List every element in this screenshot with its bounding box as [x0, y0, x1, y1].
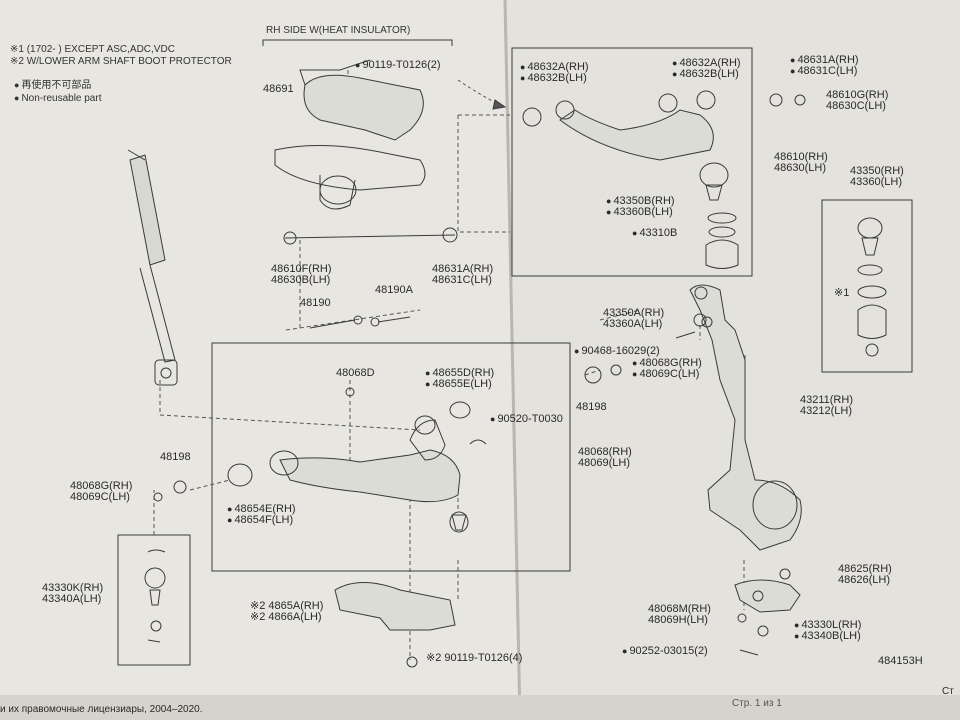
part-label: 43330K(RH): [42, 582, 104, 594]
part-label: 48069H(LH): [648, 614, 708, 626]
part-label: 48190: [300, 297, 331, 309]
part-label: 48631A(RH): [432, 263, 494, 275]
part-label: 48655D(RH): [425, 368, 494, 379]
part-label: 90520-T0030: [490, 414, 562, 425]
rh-side-bracket: [262, 39, 453, 46]
ball-joint-box: [821, 199, 913, 373]
part-label: 43340A(LH): [42, 593, 102, 605]
part-label: 43360(LH): [850, 176, 902, 188]
part-label: 48069C(LH): [70, 491, 130, 503]
part-label: 43350A(RH): [603, 307, 665, 319]
part-label: 48691: [263, 83, 294, 95]
part-label: 90119-T0126(2): [355, 60, 440, 71]
part-label: 48655E(LH): [425, 379, 491, 390]
part-label: 43211(RH): [800, 394, 853, 406]
legend-non-reusable-en: Non-reusable part: [14, 93, 101, 104]
part-label: 43340B(LH): [794, 631, 860, 642]
part-label: 48610(RH): [774, 151, 828, 163]
part-label: 48610F(RH): [271, 263, 332, 275]
part-label: 48632B(LH): [672, 69, 738, 80]
note-2: ※2 W/LOWER ARM SHAFT BOOT PROTECTOR: [10, 56, 232, 67]
part-label: 43360B(LH): [606, 207, 672, 218]
page-number: Стр. 1 из 1: [732, 698, 782, 709]
part-label: 48610G(RH): [826, 89, 889, 101]
part-label: 48068G(RH): [70, 480, 133, 492]
part-label: 48069(LH): [578, 457, 630, 469]
part-label: 43310B: [632, 228, 677, 239]
part-label: 48198: [576, 401, 607, 413]
part-label: 43350B(RH): [606, 196, 674, 207]
part-label: 43350(RH): [850, 165, 904, 177]
page-fold: [503, 0, 522, 720]
part-label: 48631A(RH): [790, 55, 858, 66]
rh-side-title: RH SIDE W(HEAT INSULATOR): [266, 25, 411, 36]
part-label: ※2 4865A(RH): [250, 600, 324, 612]
part-label: 48632A(RH): [520, 62, 588, 73]
left-sheet: [0, 0, 520, 720]
note-1: ※1 (1702- ) EXCEPT ASC,ADC,VDC: [10, 44, 175, 55]
part-label: 48654E(RH): [227, 504, 295, 515]
part-label: 48069C(LH): [632, 369, 699, 380]
part-label: 90468-16029(2): [574, 346, 659, 357]
legend-non-reusable-jp: 再使用不可部品: [14, 80, 91, 91]
part-label: 48068(RH): [578, 446, 632, 458]
diagram-number: 484153H: [878, 655, 923, 667]
part-label: 48068G(RH): [632, 358, 701, 369]
part-label: ※1: [834, 287, 850, 299]
part-label: 48632A(RH): [672, 58, 740, 69]
part-label: 48068M(RH): [648, 603, 711, 615]
part-label: 48654F(LH): [227, 515, 293, 526]
part-label: 48630B(LH): [271, 274, 331, 286]
part-label: 43330L(RH): [794, 620, 861, 631]
part-label: 43212(LH): [800, 405, 852, 417]
part-label: ※2 90119-T0126(4): [426, 652, 523, 664]
part-label: 48630(LH): [774, 162, 826, 174]
part-label: 48631C(LH): [432, 274, 492, 286]
footer-strip: [0, 695, 960, 720]
part-label: 48631C(LH): [790, 66, 857, 77]
copyright-text: и их правомочные лицензиары, 2004–2020.: [0, 704, 203, 715]
part-label: 48190A: [375, 284, 413, 296]
part-label: 43360A(LH): [603, 318, 663, 330]
lower-arm-box: [211, 342, 571, 572]
page-edge-text: Ст: [942, 686, 954, 697]
part-label: 48630C(LH): [826, 100, 886, 112]
upper-arm-box: [511, 47, 753, 277]
part-label: 90252-03015(2): [622, 646, 707, 657]
part-label: 48198: [160, 451, 191, 463]
part-label: 48632B(LH): [520, 73, 586, 84]
part-label: ※2 4866A(LH): [250, 611, 322, 623]
part-label: 48626(LH): [838, 574, 890, 586]
part-label: 48068D: [336, 367, 375, 379]
part-label: 48625(RH): [838, 563, 892, 575]
